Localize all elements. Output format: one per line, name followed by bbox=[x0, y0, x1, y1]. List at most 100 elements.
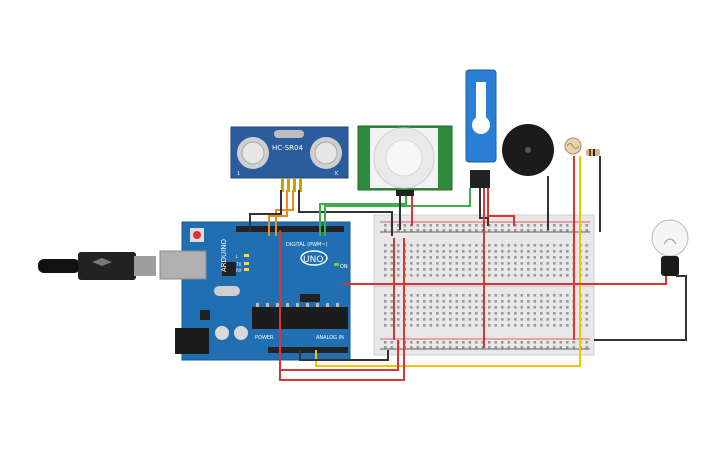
breadboard-hole bbox=[410, 262, 413, 265]
breadboard-hole bbox=[442, 274, 446, 277]
breadboard-hole bbox=[507, 346, 511, 349]
breadboard-hole bbox=[494, 312, 498, 315]
breadboard-hole bbox=[585, 341, 589, 344]
breadboard-hole bbox=[455, 229, 459, 232]
breadboard-hole bbox=[540, 318, 543, 321]
wire-gnd-ultrasonic bbox=[298, 190, 393, 236]
breadboard-hole bbox=[566, 318, 569, 321]
breadboard-hole bbox=[585, 294, 589, 297]
breadboard-hole bbox=[462, 306, 465, 309]
breadboard-hole bbox=[416, 224, 420, 227]
breadboard-hole bbox=[397, 262, 400, 265]
breadboard-hole bbox=[423, 262, 426, 265]
breadboard-hole bbox=[384, 318, 387, 321]
breadboard-hole bbox=[514, 244, 517, 247]
breadboard-hole bbox=[410, 300, 413, 303]
breadboard-hole bbox=[559, 268, 563, 271]
breadboard-hole bbox=[416, 274, 420, 277]
breadboard-hole bbox=[566, 262, 569, 265]
breadboard-hole bbox=[481, 262, 485, 265]
breadboard-hole bbox=[585, 250, 589, 253]
breadboard-hole bbox=[559, 300, 563, 303]
breadboard-hole bbox=[442, 224, 446, 227]
breadboard-hole bbox=[559, 324, 563, 327]
breadboard-hole bbox=[514, 274, 517, 277]
breadboard-hole bbox=[585, 229, 589, 232]
breadboard-hole bbox=[397, 268, 400, 271]
breadboard-hole bbox=[553, 294, 556, 297]
resistor bbox=[586, 149, 600, 156]
breadboard-hole bbox=[546, 229, 550, 232]
breadboard-hole bbox=[546, 318, 550, 321]
breadboard-hole bbox=[507, 341, 511, 344]
breadboard-hole bbox=[546, 268, 550, 271]
breadboard-hole bbox=[462, 229, 465, 232]
breadboard-hole bbox=[455, 300, 459, 303]
ultrasonic-pin-1: 1 bbox=[237, 171, 240, 177]
breadboard-hole bbox=[540, 274, 543, 277]
breadboard-hole bbox=[507, 268, 511, 271]
breadboard-hole bbox=[436, 262, 439, 265]
breadboard-hole bbox=[475, 256, 478, 259]
breadboard-hole bbox=[462, 300, 465, 303]
breadboard-hole bbox=[436, 294, 439, 297]
breadboard-hole bbox=[527, 346, 530, 349]
breadboard-hole bbox=[507, 256, 511, 259]
breadboard-hole bbox=[566, 312, 569, 315]
breadboard-hole bbox=[442, 268, 446, 271]
breadboard-hole bbox=[553, 318, 556, 321]
breadboard-hole bbox=[416, 312, 420, 315]
breadboard-hole bbox=[416, 318, 420, 321]
breadboard-hole bbox=[384, 341, 387, 344]
breadboard-hole bbox=[488, 318, 491, 321]
breadboard-hole bbox=[540, 250, 543, 253]
breadboard-hole bbox=[527, 244, 530, 247]
breadboard-hole bbox=[455, 268, 459, 271]
breadboard-hole bbox=[533, 250, 537, 253]
breadboard-hole bbox=[416, 300, 420, 303]
breadboard-hole bbox=[455, 294, 459, 297]
breadboard-hole bbox=[566, 346, 569, 349]
breadboard-hole bbox=[488, 324, 491, 327]
breadboard-hole bbox=[494, 262, 498, 265]
breadboard-hole bbox=[410, 324, 413, 327]
breadboard-hole bbox=[553, 224, 556, 227]
breadboard-hole bbox=[397, 324, 400, 327]
breadboard-hole bbox=[533, 318, 537, 321]
breadboard-hole bbox=[384, 224, 387, 227]
breadboard-hole bbox=[559, 262, 563, 265]
breadboard-hole bbox=[507, 318, 511, 321]
breadboard-hole bbox=[384, 312, 387, 315]
breadboard-hole bbox=[559, 341, 563, 344]
breadboard-hole bbox=[527, 224, 530, 227]
breadboard-hole bbox=[423, 250, 426, 253]
breadboard-hole bbox=[546, 294, 550, 297]
breadboard-hole bbox=[533, 256, 537, 259]
breadboard-hole bbox=[527, 262, 530, 265]
breadboard-hole bbox=[501, 250, 504, 253]
analog-label: ANALOG IN bbox=[316, 335, 344, 341]
breadboard-hole bbox=[449, 294, 452, 297]
breadboard-hole bbox=[449, 262, 452, 265]
breadboard-hole bbox=[410, 346, 413, 349]
breadboard-hole bbox=[566, 256, 569, 259]
breadboard-hole bbox=[442, 294, 446, 297]
breadboard-hole bbox=[585, 318, 589, 321]
usb-cable bbox=[38, 252, 156, 280]
breadboard-hole bbox=[423, 268, 426, 271]
breadboard-hole bbox=[540, 262, 543, 265]
breadboard-hole bbox=[423, 256, 426, 259]
breadboard-hole bbox=[429, 244, 433, 247]
breadboard-hole bbox=[546, 324, 550, 327]
breadboard-hole bbox=[488, 341, 491, 344]
breadboard-hole bbox=[468, 224, 472, 227]
breadboard-hole bbox=[475, 341, 478, 344]
breadboard-hole bbox=[423, 341, 426, 344]
breadboard-hole bbox=[423, 346, 426, 349]
breadboard-hole bbox=[416, 229, 420, 232]
breadboard-hole bbox=[468, 306, 472, 309]
breadboard-hole bbox=[429, 229, 433, 232]
breadboard-hole bbox=[566, 229, 569, 232]
breadboard-hole bbox=[455, 224, 459, 227]
breadboard-hole bbox=[390, 346, 394, 349]
